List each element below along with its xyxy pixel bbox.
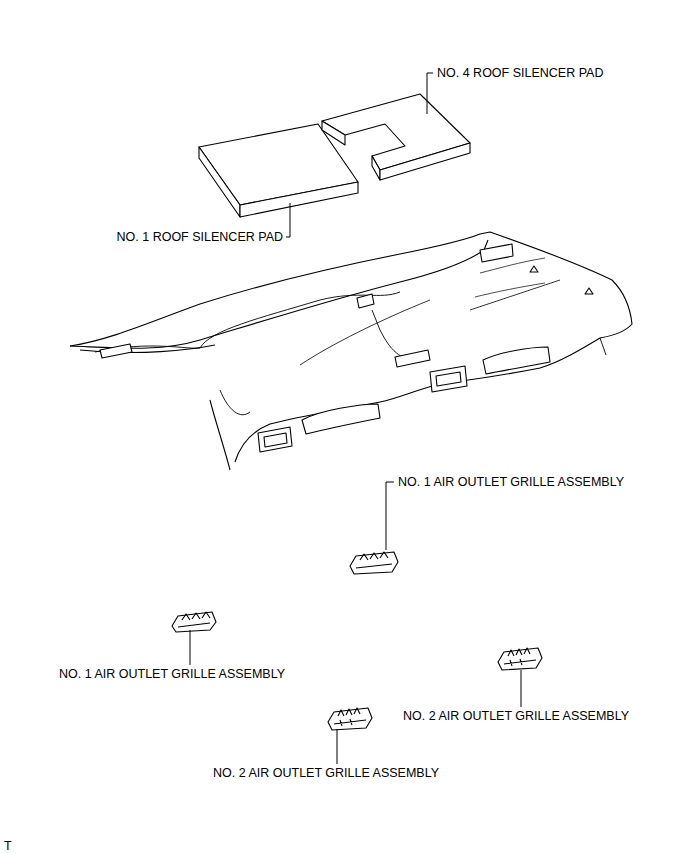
visor-recess xyxy=(302,404,380,434)
part-name: NO. 1 AIR OUTLET GRILLE ASSEMBLY xyxy=(58,667,286,681)
leader-line xyxy=(427,73,433,114)
grille-opening xyxy=(430,366,467,392)
leader-line xyxy=(386,482,394,550)
part-name: NO. 2 AIR OUTLET GRILLE ASSEMBLY xyxy=(212,766,440,780)
air-outlet-grille xyxy=(172,612,216,632)
grille-body xyxy=(328,708,372,730)
lamp-opening xyxy=(395,350,430,367)
leader-line xyxy=(190,630,191,665)
part-name: NO. 1 AIR OUTLET GRILLE ASSEMBLY xyxy=(397,475,625,489)
leader-line xyxy=(337,729,338,764)
lamp-opening xyxy=(480,244,513,262)
illustration-group xyxy=(70,94,632,730)
air-outlet-grille xyxy=(350,552,398,574)
grille-body xyxy=(172,612,216,632)
silencer-pad-side xyxy=(199,147,240,217)
grille-detail xyxy=(178,612,210,627)
visor-recess xyxy=(483,347,550,374)
headliner-contour xyxy=(475,258,545,297)
sheet-mark: T xyxy=(3,839,13,853)
part-name: NO. 4 ROOF SILENCER PAD xyxy=(436,66,604,80)
lamp-opening xyxy=(357,294,374,308)
grille-body xyxy=(498,648,542,670)
grille-body xyxy=(350,552,398,574)
headliner-outline xyxy=(70,232,632,462)
headliner-edge xyxy=(70,240,488,348)
silencer-pad-side xyxy=(372,156,380,180)
grille-detail xyxy=(334,708,366,726)
silencer-pad-side xyxy=(322,121,345,145)
air-outlet-grille xyxy=(328,708,372,730)
grille-detail xyxy=(356,552,392,568)
leader-line xyxy=(286,203,290,237)
lamp-opening xyxy=(100,344,132,358)
wire-harness xyxy=(95,292,606,415)
leader-lines xyxy=(190,73,521,764)
silencer-pad-front xyxy=(380,143,470,180)
air-outlet-grille xyxy=(498,648,542,670)
clip xyxy=(530,266,593,294)
part-name: NO. 2 AIR OUTLET GRILLE ASSEMBLY xyxy=(402,709,630,723)
leader-line xyxy=(521,670,522,707)
part-name: NO. 1 ROOF SILENCER PAD xyxy=(116,230,284,244)
silencer-pad-front xyxy=(240,182,358,217)
headliner-edge xyxy=(80,345,230,470)
grille-detail xyxy=(504,648,536,666)
grille-opening xyxy=(258,427,292,452)
